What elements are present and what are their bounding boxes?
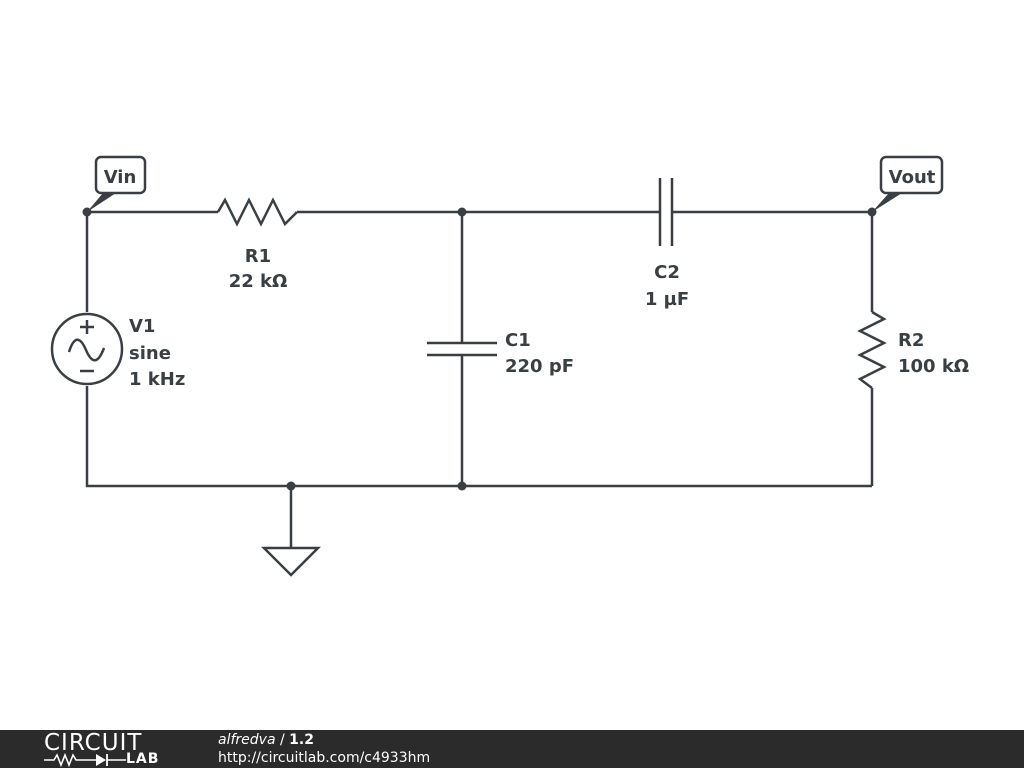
junction-bottom-mid: [457, 481, 467, 491]
circuit-schematic: R1 22 kΩ C2 1 µF C1 220 pF R2 100 kΩ: [50, 155, 969, 577]
logo-resistor-diode-icon: [44, 753, 126, 767]
capacitor-c1[interactable]: C1 220 pF: [427, 330, 574, 377]
c2-value: 1 µF: [645, 289, 689, 310]
vin-pointer-icon: [87, 193, 116, 212]
c1-value: 220 pF: [505, 356, 574, 377]
c1-name: C1: [505, 330, 531, 351]
sine-source-icon: [50, 312, 124, 386]
footer-bar: CIRCUIT LAB alfredva / 1.2 http://circui…: [0, 730, 1024, 768]
junction-top-mid: [457, 207, 467, 217]
c2-name: C2: [654, 262, 680, 283]
junction-ground: [286, 481, 296, 491]
vout-label-box: [879, 155, 944, 195]
v1-value: 1 kHz: [129, 369, 185, 390]
author-name[interactable]: alfredva: [218, 732, 276, 748]
capacitor-c2[interactable]: C2 1 µF: [645, 178, 689, 310]
voltage-source-v1[interactable]: V1 sine 1 kHz: [50, 312, 185, 390]
resistor-r1[interactable]: R1 22 kΩ: [216, 197, 298, 292]
author-line: alfredva / 1.2: [218, 731, 430, 749]
vin-label-text: Vin: [104, 167, 137, 188]
node-label-vout[interactable]: Vout: [872, 155, 944, 212]
resistor-r2-icon: [857, 310, 887, 389]
wires: [85, 210, 874, 548]
junctions: [82, 207, 877, 491]
logo-text-bottom: LAB: [126, 751, 160, 767]
v1-type: sine: [129, 343, 171, 364]
v1-name: V1: [129, 316, 155, 337]
r1-name: R1: [245, 246, 271, 267]
wire-ground-rail: [85, 386, 872, 488]
ground-triangle-icon: [260, 546, 322, 577]
circuit-meta: alfredva / 1.2 http://circuitlab.com/c49…: [218, 731, 430, 767]
r1-value: 22 kΩ: [229, 271, 288, 292]
resistor-r2[interactable]: R2 100 kΩ: [857, 310, 969, 389]
circuit-url[interactable]: http://circuitlab.com/c4933hm: [218, 750, 431, 766]
resistor-r1-icon: [216, 197, 298, 227]
r2-name: R2: [898, 330, 924, 351]
vout-label-text: Vout: [889, 167, 936, 188]
circuit-version: 1.2: [289, 732, 314, 748]
r2-value: 100 kΩ: [898, 356, 969, 377]
vin-label-box: [94, 155, 147, 195]
sine-wave-icon: [67, 338, 106, 362]
vout-pointer-icon: [872, 193, 902, 212]
ground-icon: [260, 546, 322, 577]
logo-text-top: CIRCUIT: [44, 730, 143, 756]
circuitlab-logo[interactable]: CIRCUIT LAB: [44, 731, 176, 767]
author-separator: /: [275, 732, 290, 748]
node-label-vin[interactable]: Vin: [87, 155, 147, 212]
